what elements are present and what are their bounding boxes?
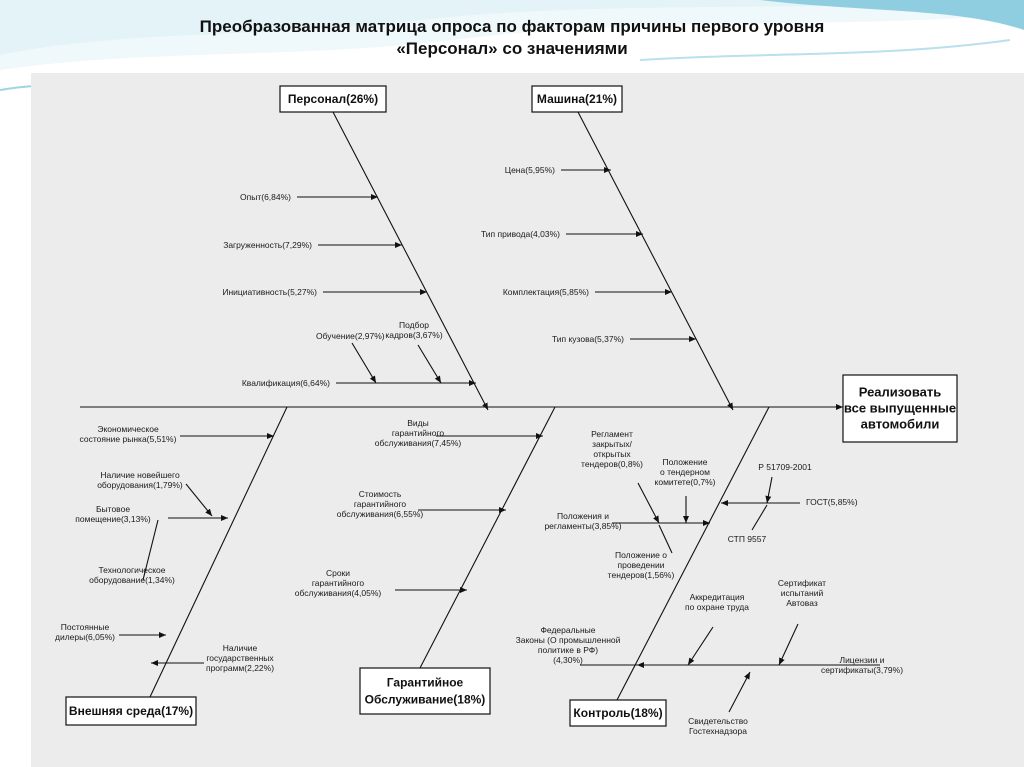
category-machine-label: Машина(21%) (537, 92, 617, 106)
arrow-r51709 (765, 476, 773, 504)
arrow-akkred (687, 626, 714, 666)
category-machine-box (531, 85, 623, 113)
title-line-2: «Персонал» со значениями (396, 39, 628, 58)
arrow-tehnol (142, 519, 159, 581)
arrow-sertif (778, 623, 799, 666)
diagram-boxes (65, 85, 958, 727)
bone-warranty (419, 406, 556, 669)
cause-gost: ГОСТ(5,85%) (806, 497, 858, 507)
category-environment-label: Внешняя среда(17%) (69, 704, 193, 718)
cause-obuch: Обучение(2,97%) (316, 331, 385, 341)
title-line-1: Преобразованная матрица опроса по фактор… (199, 17, 825, 36)
arrow-novoe (185, 483, 213, 517)
category-environment-box (65, 696, 197, 726)
category-control-label: Контроль(18%) (573, 706, 662, 720)
cause-kuzov: Тип кузова(5,37%) (552, 334, 624, 344)
category-warranty-box (359, 667, 491, 715)
arrow-stp (751, 504, 768, 531)
cause-initiat: Инициативность(5,27%) (222, 287, 317, 297)
cause-stp: СТП 9557 (728, 534, 767, 544)
bone-environment (149, 406, 288, 698)
arrow-obuch (351, 342, 377, 384)
effect-box (842, 374, 958, 443)
arrow-svidet (728, 671, 751, 713)
diagram-lines (80, 111, 880, 713)
bone-personnel (332, 111, 489, 411)
cause-privod: Тип привода(4,03%) (481, 229, 560, 239)
arrow-podbor (417, 344, 442, 384)
cause-cena: Цена(5,95%) (505, 165, 555, 175)
page-title: Преобразованная матрица опроса по фактор… (0, 16, 1024, 60)
category-personnel-box (279, 85, 387, 113)
category-personnel-label: Персонал(26%) (288, 92, 378, 106)
cause-r51709: Р 51709-2001 (758, 462, 812, 472)
cause-opyt: Опыт(6,84%) (240, 192, 291, 202)
category-control-box (569, 699, 667, 727)
bone-machine (577, 111, 734, 411)
cause-komplekt: Комплектация(5,85%) (503, 287, 589, 297)
bone-control (616, 406, 770, 701)
arrow-reglament (637, 482, 660, 524)
cause-kvalif: Квалификация(6,64%) (242, 378, 330, 388)
cause-zagruzh: Загруженность(7,29%) (223, 240, 312, 250)
arrow-polprov (658, 524, 673, 554)
